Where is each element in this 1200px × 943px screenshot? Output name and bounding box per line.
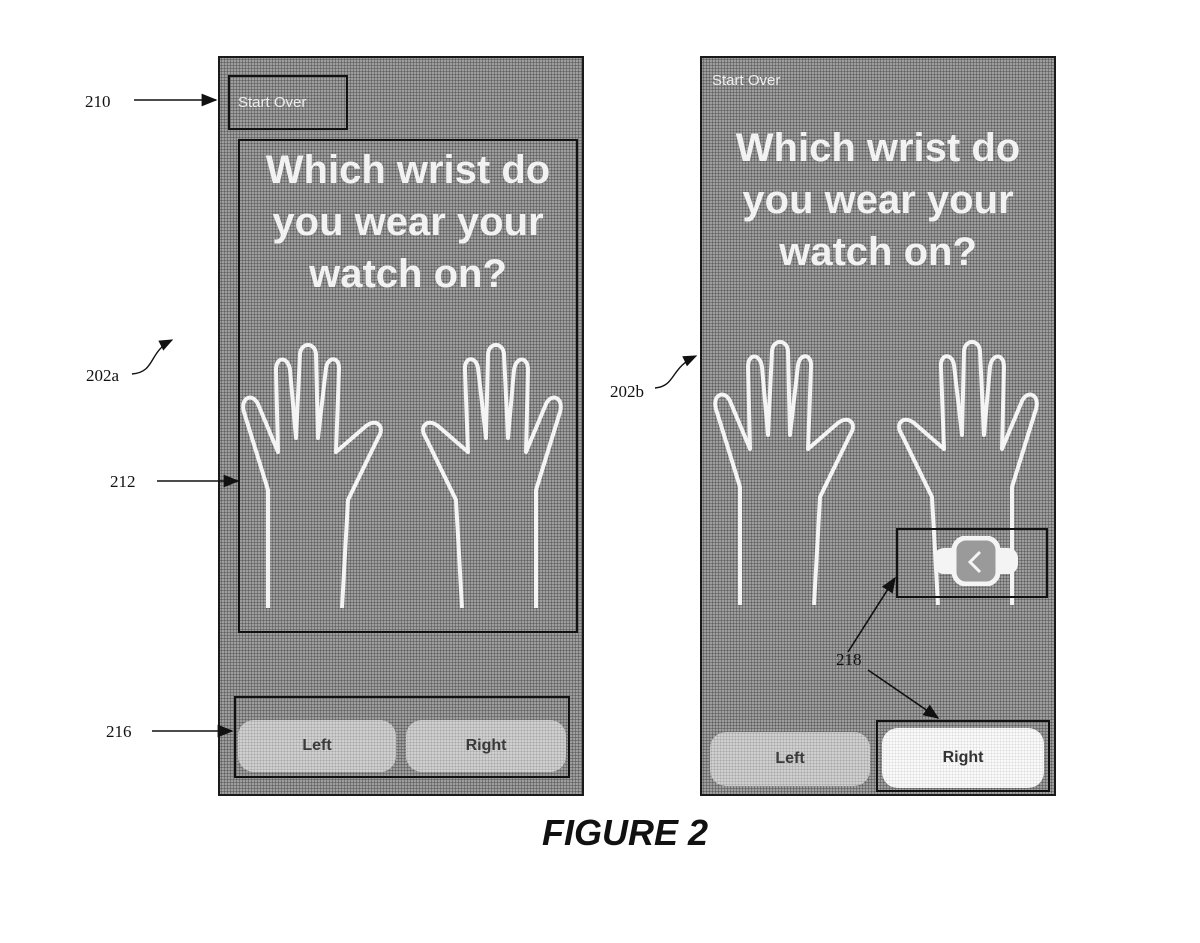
start-over-button[interactable]: Start Over — [712, 72, 781, 89]
question-text: Which wrist do you wear your watch on? — [238, 144, 578, 300]
question-line-3: watch on? — [309, 252, 507, 296]
selected-button-box-218 — [876, 720, 1050, 792]
question-line-1: Which wrist do — [735, 126, 1021, 170]
question-line-3: watch on? — [779, 230, 977, 274]
right-hand-icon[interactable] — [892, 336, 1042, 608]
ref-label-202b: 202b — [610, 382, 644, 401]
left-button[interactable]: Left — [710, 732, 870, 786]
ref-label-218: 218 — [836, 650, 862, 669]
right-hand-icon[interactable] — [416, 340, 566, 610]
right-button[interactable]: Right — [406, 720, 566, 772]
ref-label-216: 216 — [106, 722, 132, 741]
start-over-button[interactable]: Start Over — [238, 94, 307, 111]
left-hand-icon[interactable] — [710, 336, 860, 608]
ref-label-202a: 202a — [86, 366, 120, 385]
ref-label-212: 212 — [110, 472, 136, 491]
screen-202b: Start Over Which wrist do you wear your … — [700, 56, 1056, 796]
leader-202a — [131, 339, 174, 375]
arrow-icon — [867, 669, 940, 719]
question-line-2: you wear your — [742, 178, 1014, 222]
left-button[interactable]: Left — [238, 720, 396, 772]
question-line-1: Which wrist do — [265, 148, 551, 192]
watch-icon — [934, 536, 1018, 586]
start-over-box-210 — [228, 75, 348, 130]
leader-202b — [654, 355, 698, 389]
figure-caption: FIGURE 2 — [541, 812, 709, 853]
ref-label-210: 210 — [85, 92, 111, 111]
arrow-icon — [847, 576, 896, 653]
hands-region-212 — [238, 139, 578, 633]
question-text: Which wrist do you wear your watch on? — [702, 122, 1054, 278]
screen-202a: Start Over Which wrist do you wear your … — [218, 56, 584, 796]
watch-indicator-218 — [896, 528, 1048, 598]
question-line-2: you wear your — [272, 200, 544, 244]
left-hand-icon[interactable] — [238, 340, 388, 610]
button-row-216 — [234, 696, 570, 778]
right-button-selected[interactable]: Right — [882, 728, 1044, 788]
